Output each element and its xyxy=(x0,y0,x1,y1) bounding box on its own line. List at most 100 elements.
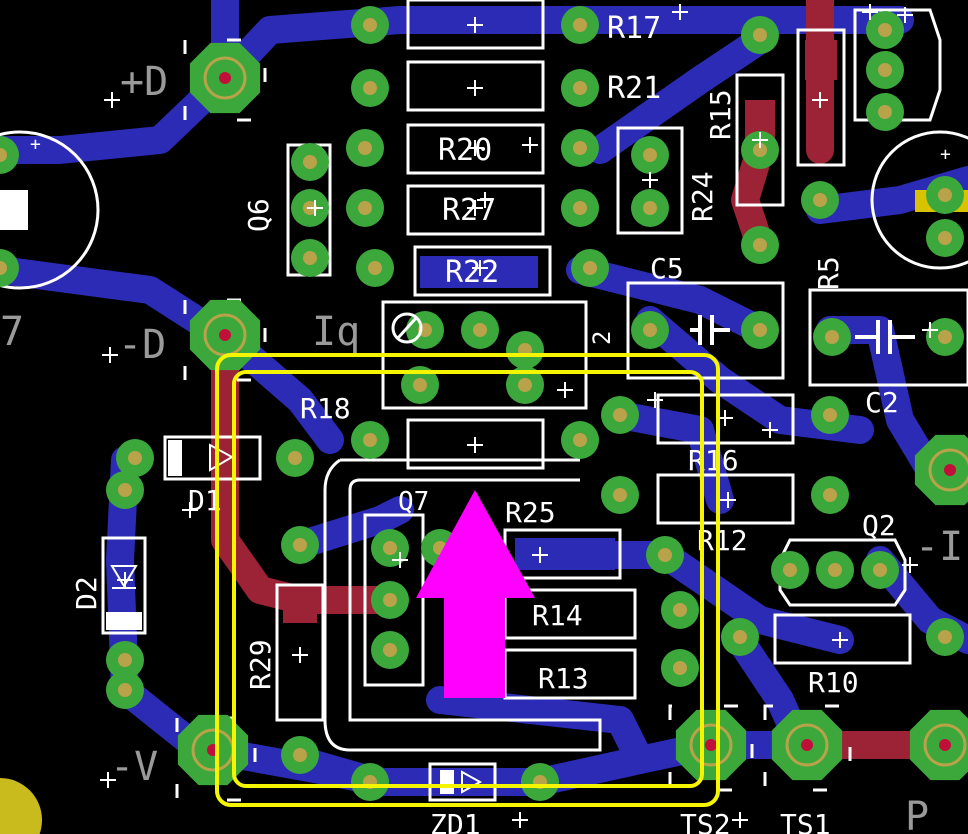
terminal-ring xyxy=(203,56,247,100)
capacitor-symbol-c5 xyxy=(690,315,730,345)
drill-hole xyxy=(293,748,307,762)
label-c5: C5 xyxy=(650,252,684,285)
drill-hole xyxy=(753,238,767,252)
drill-hole xyxy=(673,661,687,675)
label-r15: R15 xyxy=(704,89,737,140)
label-r12: R12 xyxy=(697,524,748,557)
drill-hole xyxy=(363,433,377,447)
drill-hole xyxy=(293,538,307,552)
trimmer-symbol xyxy=(391,312,423,344)
drill-hole xyxy=(118,483,132,497)
label-minus-i: -I xyxy=(915,524,963,570)
drill-hole xyxy=(613,488,627,502)
terminal-drill xyxy=(219,72,231,84)
terminal-ring xyxy=(689,723,733,767)
terminal-ring xyxy=(785,723,829,767)
label-r29: R29 xyxy=(244,639,277,690)
drill-hole xyxy=(303,155,317,169)
label-d2: D2 xyxy=(70,576,103,610)
drill-hole xyxy=(873,563,887,577)
label-r27: R27 xyxy=(442,193,496,228)
capacitor-outline-right xyxy=(870,130,968,270)
drill-hole xyxy=(358,201,372,215)
svg-text:+: + xyxy=(940,144,951,165)
pads-layer xyxy=(0,6,968,801)
capacitor-outline-left xyxy=(0,130,100,290)
drill-hole xyxy=(473,323,487,337)
drill-hole xyxy=(613,408,627,422)
terminal-ring xyxy=(923,723,967,767)
drill-hole xyxy=(823,488,837,502)
label-r22: R22 xyxy=(445,255,499,290)
label-q6: Q6 xyxy=(242,198,275,232)
drill-hole xyxy=(813,193,827,207)
component-symbols: + + xyxy=(30,134,951,794)
drill-hole xyxy=(573,201,587,215)
drill-hole xyxy=(383,541,397,555)
label-plus-d: +D xyxy=(120,59,168,105)
drill-hole xyxy=(733,630,747,644)
label-r10: R10 xyxy=(808,666,859,699)
label-r16: R16 xyxy=(688,444,739,477)
drill-hole xyxy=(673,603,687,617)
drill-hole xyxy=(118,683,132,697)
label-zd1: ZD1 xyxy=(430,808,481,834)
label-r13: R13 xyxy=(538,662,589,695)
label-r21: R21 xyxy=(607,71,661,106)
pad xyxy=(0,249,19,287)
drill-hole xyxy=(573,433,587,447)
drill-hole xyxy=(573,18,587,32)
drill-hole xyxy=(783,563,797,577)
diode-symbol-d2 xyxy=(110,565,138,588)
terminal-drill xyxy=(219,329,231,341)
drill-hole xyxy=(643,323,657,337)
drill-hole xyxy=(0,148,7,162)
capacitor-symbol-c2 xyxy=(855,320,915,354)
drill-hole xyxy=(658,548,672,562)
drill-hole xyxy=(573,81,587,95)
drill-hole xyxy=(878,105,892,119)
drill-hole xyxy=(573,141,587,155)
drill-hole xyxy=(643,201,657,215)
label-iq: Iq xyxy=(312,309,360,355)
silkscreen-outlines xyxy=(0,0,968,802)
drill-hole xyxy=(753,28,767,42)
label-r24: R24 xyxy=(686,171,719,222)
terminal-pad xyxy=(909,709,968,781)
terminal-ring xyxy=(928,448,968,492)
label-seven: 7 xyxy=(0,309,24,355)
label-c2: C2 xyxy=(865,386,899,419)
drill-hole xyxy=(413,378,427,392)
component-labels: R17 R21 R20 R27 R22 R15 R24 R5 C5 C2 Q6 … xyxy=(0,11,963,834)
drill-hole xyxy=(0,261,7,275)
label-r18: R18 xyxy=(300,392,351,425)
pad xyxy=(0,136,19,174)
drill-hole xyxy=(583,261,597,275)
capacitor-marker-left xyxy=(0,190,28,230)
drill-hole xyxy=(753,323,767,337)
terminal-pad xyxy=(914,434,968,506)
label-p: P xyxy=(905,794,929,834)
label-ts2: TS2 xyxy=(680,808,731,834)
up-arrow-icon xyxy=(416,490,535,698)
label-ts1: TS1 xyxy=(780,808,831,834)
corner-pad-partial xyxy=(0,778,42,834)
drill-hole xyxy=(938,188,952,202)
drill-hole xyxy=(938,231,952,245)
label-two: 2 xyxy=(588,331,616,345)
drill-hole xyxy=(878,23,892,37)
drill-hole xyxy=(938,330,952,344)
label-minus-v: -V xyxy=(110,744,158,790)
highlight-box xyxy=(215,353,720,807)
drill-hole xyxy=(828,563,842,577)
label-r17: R17 xyxy=(607,11,661,46)
component-outline-tr xyxy=(853,8,942,122)
label-r20: R20 xyxy=(438,133,492,168)
drill-hole xyxy=(363,81,377,95)
drill-hole xyxy=(643,148,657,162)
label-r14: R14 xyxy=(532,599,583,632)
diode-symbol-d1 xyxy=(209,443,235,472)
label-r5: R5 xyxy=(812,256,845,290)
